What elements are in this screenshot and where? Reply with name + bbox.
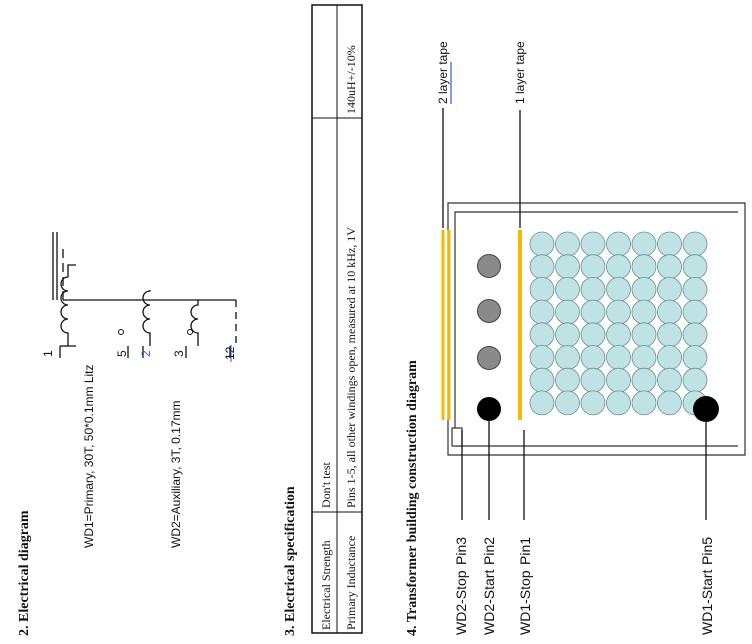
wd1-wire-turn — [657, 390, 682, 416]
wd1-wire-turn — [606, 299, 631, 325]
wd1-wire-turn — [657, 345, 682, 370]
wd1-wire-turn — [682, 345, 708, 370]
wd1-wire-turn — [529, 345, 555, 370]
pin-label-1: 1 — [41, 350, 55, 357]
wd1-wire-turn — [580, 299, 606, 325]
wd1-wire-turn — [606, 276, 631, 302]
wd1-wire-turn — [529, 322, 555, 348]
wd1-wire-turn — [529, 390, 555, 416]
wd1-wire-turn — [606, 254, 631, 280]
wd1-wire-turn — [555, 231, 580, 257]
tape-bar — [441, 230, 445, 420]
spec-row-1-param: Electrical Strength — [319, 540, 333, 630]
wd1-wire-turn — [682, 322, 708, 348]
wd1-wire-turn — [606, 322, 631, 348]
wd1-wire-turn — [657, 231, 682, 257]
wd1-wire-turn — [606, 367, 631, 393]
heading-electrical-diagram: 2. Electrical diagram — [17, 510, 32, 636]
electrical-schematic — [52, 232, 237, 358]
winding-wd1-label: WD1=Primary, 30T, 50*0.1mm Litz — [82, 365, 96, 549]
spec-row-2-param: Primary Inductance — [344, 536, 358, 630]
label-2-layer-tape: 2 layer tape — [436, 41, 450, 104]
wd1-wire-turn — [580, 367, 606, 393]
wd1-wire-turn — [682, 276, 708, 302]
label-1-layer-tape: 1 layer tape — [513, 41, 527, 104]
pin-label-5: 5 — [115, 350, 129, 357]
wd1-wire-turn — [555, 367, 580, 393]
wd1-wire-turn — [631, 299, 657, 325]
polarity-dot-wd1 — [118, 329, 124, 335]
terminal-wd1-start — [693, 396, 719, 422]
label-pin1: Pin1 — [517, 537, 533, 565]
pin-label-12: 12 — [223, 346, 237, 360]
wd1-wire-turn — [657, 299, 682, 325]
wd1-wire-turn — [682, 299, 708, 325]
label-wd2-stop: WD2-Stop — [453, 570, 469, 635]
wd1-wire-turn — [580, 254, 606, 280]
wd1-wire-turn — [631, 345, 657, 370]
wd1-wire-turn — [631, 231, 657, 257]
winding-wd1-cross-section — [529, 231, 708, 416]
heading-construction: 4. Transformer building construction dia… — [405, 360, 420, 636]
wd1-wire-turn — [682, 231, 708, 257]
wd1-wire-turn — [529, 367, 555, 393]
heading-electrical-spec: 3. Electrical specification — [283, 486, 298, 636]
label-pin2: Pin2 — [481, 537, 497, 565]
wd1-wire-turn — [657, 367, 682, 393]
tape-bar — [447, 230, 451, 420]
wd1-wire-turn — [580, 231, 606, 257]
wd2-wire-turn — [477, 346, 501, 370]
wd1-wire-turn — [555, 254, 580, 280]
wd1-wire-turn — [606, 345, 631, 370]
label-pin3: Pin3 — [453, 537, 469, 565]
wd1-wire-turn — [580, 276, 606, 302]
wd1-wire-turn — [682, 254, 708, 280]
wd1-wire-turn — [529, 231, 555, 257]
leader-lines — [442, 108, 707, 520]
wd1-wire-turn — [580, 322, 606, 348]
wd1-wire-turn — [606, 231, 631, 257]
wd1-wire-turn — [580, 390, 606, 416]
wd1-wire-turn — [580, 345, 606, 370]
wd1-wire-turn — [555, 390, 580, 416]
label-wd1-start: WD1-Start — [699, 570, 715, 635]
wd1-wire-turn — [631, 254, 657, 280]
wd2-wire-turn — [477, 299, 501, 323]
tape-bar — [518, 230, 522, 420]
spec-row-2-condition: Pins 1-5, all other windings open, measu… — [344, 227, 358, 508]
pin-label-3: 3 — [172, 350, 186, 357]
wd1-wire-turn — [682, 367, 708, 393]
winding-wd2-cross-section — [477, 254, 501, 370]
wd1-wire-turn — [555, 299, 580, 325]
wd1-wire-turn — [606, 390, 631, 416]
terminal-wd2-stop — [477, 397, 501, 421]
wd1-wire-turn — [631, 367, 657, 393]
spec-table — [311, 4, 363, 634]
wd1-wire-turn — [631, 322, 657, 348]
wd1-wire-turn — [529, 276, 555, 302]
wd1-wire-turn — [657, 254, 682, 280]
wd1-wire-turn — [555, 276, 580, 302]
wd1-wire-turn — [657, 322, 682, 348]
wd1-wire-turn — [657, 276, 682, 302]
spec-row-1-condition: Don't test — [319, 462, 333, 508]
label-pin5: Pin5 — [699, 537, 715, 565]
label-wd1-stop: WD1-Stop — [517, 570, 533, 635]
wd1-wire-turn — [555, 322, 580, 348]
polarity-dot-wd2 — [187, 329, 193, 335]
wd1-wire-turn — [529, 299, 555, 325]
wd1-wire-turn — [631, 276, 657, 302]
label-wd2-start: WD2-Start — [481, 570, 497, 635]
spec-row-2-value: 140uH+/-10% — [344, 45, 358, 114]
winding-wd2-label: WD2=Auxiliary, 3T, 0.17mm — [169, 401, 183, 549]
pin-label-2: 2 — [139, 350, 153, 357]
tape-layers — [441, 230, 522, 420]
wd1-wire-turn — [529, 254, 555, 280]
wd2-wire-turn — [477, 254, 501, 278]
wd1-wire-turn — [555, 345, 580, 370]
wd1-wire-turn — [631, 390, 657, 416]
